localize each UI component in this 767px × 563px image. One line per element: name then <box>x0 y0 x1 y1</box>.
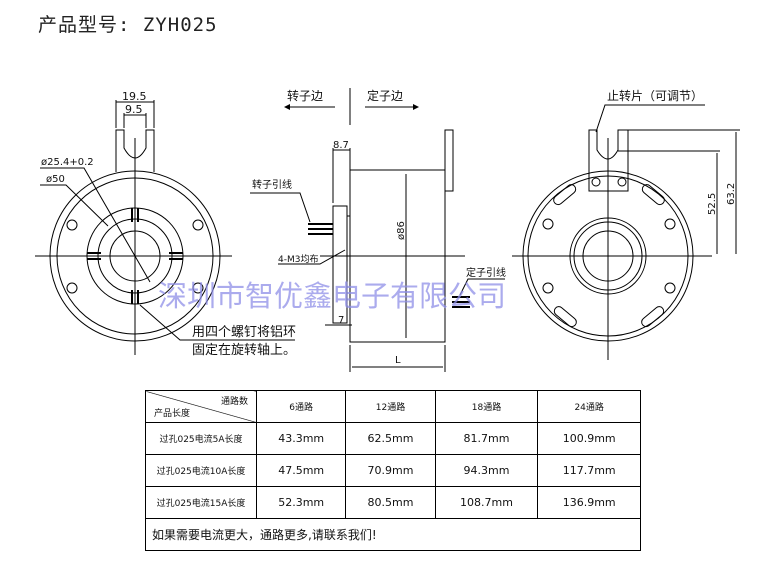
rotor-leads-label: 转子引线 <box>252 178 292 191</box>
dim-bore: ø25.4+0.2 <box>41 157 94 168</box>
dim-length: L <box>395 355 401 366</box>
technical-drawing: 19.5 9.5 ø25.4+0.2 ø50 用四个螺钉将铝环 固定在旋转轴上。… <box>35 88 740 372</box>
corner-header: 通路数 产品长度 <box>145 390 257 423</box>
length-table: 通路数 产品长度 6通路 12通路 18通路 24通路 过孔025电流5A长度 … <box>145 390 641 551</box>
screws-label: 4-M3均布 <box>278 253 318 265</box>
rotor-side-label: 转子边 <box>287 88 323 103</box>
cell: 100.9mm <box>537 422 641 455</box>
column-header: 12通路 <box>345 390 436 423</box>
dim-19-5: 19.5 <box>122 90 147 103</box>
cell: 47.5mm <box>255 454 347 487</box>
page-title: 产品型号: ZYH025 <box>38 14 218 36</box>
stop-tab-label: 止转片（可调节） <box>607 88 703 103</box>
column-header: 18通路 <box>434 390 539 423</box>
table-row: 过孔025电流10A长度 47.5mm 70.9mm 94.3mm 117.7m… <box>145 454 641 487</box>
cell: 43.3mm <box>255 422 347 455</box>
dim-9-5: 9.5 <box>125 103 143 116</box>
cell: 136.9mm <box>537 486 641 519</box>
note-line-1: 用四个螺钉将铝环 <box>192 325 296 340</box>
table-header-row: 通路数 产品长度 6通路 12通路 18通路 24通路 <box>145 390 641 423</box>
note-line-2: 固定在旋转轴上。 <box>192 343 296 358</box>
cell: 52.3mm <box>255 486 347 519</box>
stator-leads-label: 定子引线 <box>466 266 506 279</box>
cell: 117.7mm <box>537 454 641 487</box>
stator-side-label: 定子边 <box>367 88 403 103</box>
contact-note: 如果需要电流更大，通路更多,请联系我们! <box>145 518 641 551</box>
dim-7: 7 <box>338 315 344 326</box>
watermark: 深圳市智优鑫电子有限公司 <box>158 279 506 313</box>
cell: 70.9mm <box>345 454 436 487</box>
left-front-view: 19.5 9.5 ø25.4+0.2 ø50 用四个螺钉将铝环 固定在旋转轴上。 <box>35 90 296 358</box>
right-rear-view: 52.5 63.2 止转片（可调节） <box>512 88 740 360</box>
column-header: 6通路 <box>255 390 347 423</box>
side-view: 转子边 定子边 8.7 转子引线 4-M3均布 ø86 7 定子引线 L <box>250 88 506 372</box>
row-label: 过孔025电流5A长度 <box>145 422 257 455</box>
column-header: 24通路 <box>537 390 641 423</box>
row-label: 过孔025电流15A长度 <box>145 486 257 519</box>
table-row: 过孔025电流15A长度 52.3mm 80.5mm 108.7mm 136.9… <box>145 486 641 519</box>
cell: 108.7mm <box>434 486 539 519</box>
dim-50: ø50 <box>46 174 65 185</box>
dim-86: ø86 <box>396 221 407 240</box>
dim-52-5: 52.5 <box>707 193 718 215</box>
cell: 94.3mm <box>434 454 539 487</box>
table-row: 过孔025电流5A长度 43.3mm 62.5mm 81.7mm 100.9mm <box>145 422 641 455</box>
header-length: 产品长度 <box>154 409 191 419</box>
dim-63-2: 63.2 <box>726 183 737 205</box>
cell: 81.7mm <box>434 422 539 455</box>
cell: 62.5mm <box>345 422 436 455</box>
cell: 80.5mm <box>345 486 436 519</box>
header-channels: 通路数 <box>220 397 248 407</box>
row-label: 过孔025电流10A长度 <box>145 454 257 487</box>
dim-8-7: 8.7 <box>333 140 349 151</box>
table-note-row: 如果需要电流更大，通路更多,请联系我们! <box>145 518 641 551</box>
